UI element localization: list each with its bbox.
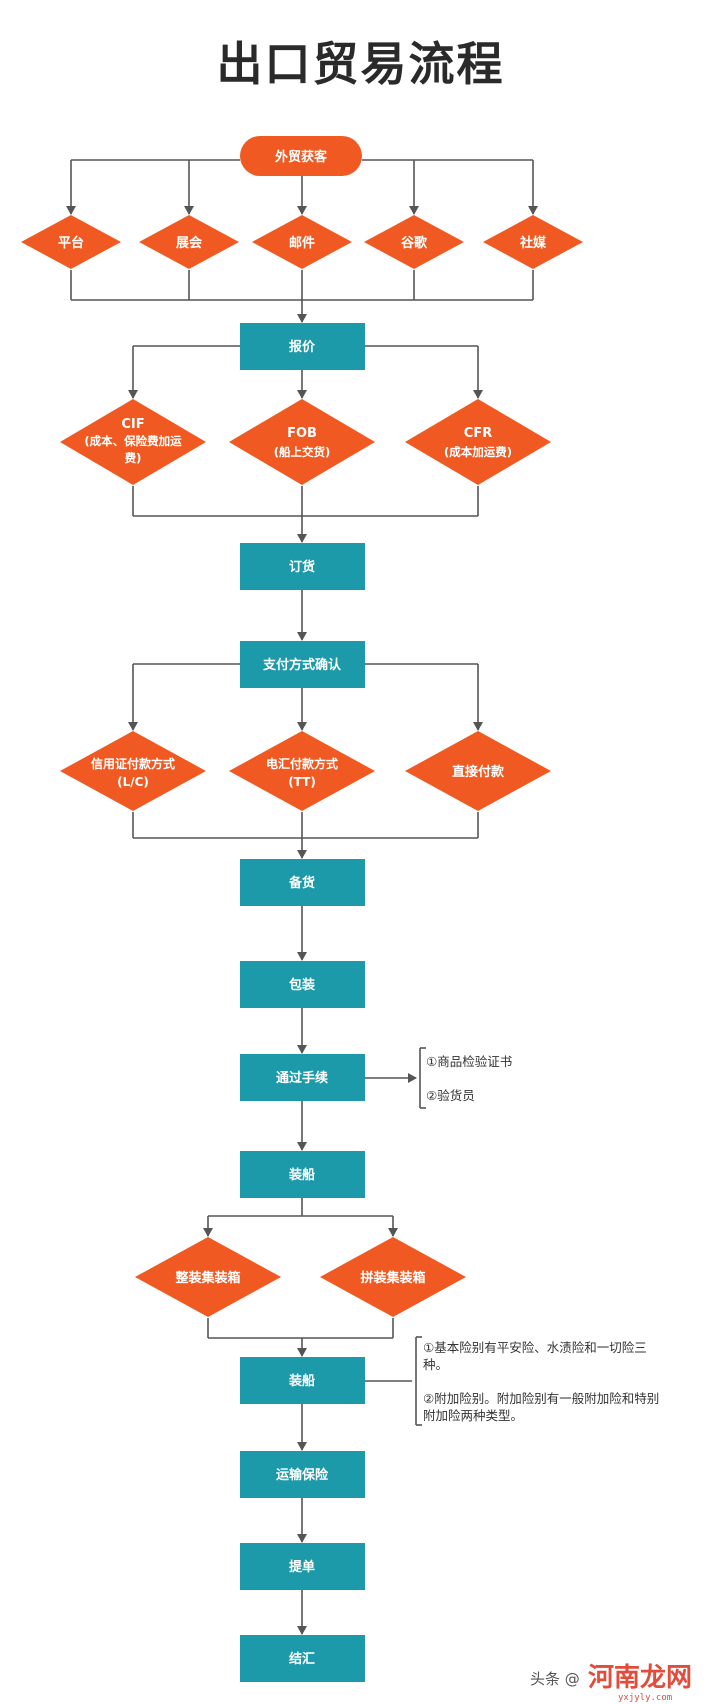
node-bill-of-lading-label: 提单 xyxy=(289,1559,315,1575)
insurance-note-basic: ①基本险别有平安险、水渍险和一切险三 xyxy=(423,1340,647,1355)
node-shipping: 装船 xyxy=(240,1151,365,1198)
node-insurance-label: 运输保险 xyxy=(276,1467,329,1483)
customs-note-bracket xyxy=(365,1047,426,1109)
decision-expo: 展会 xyxy=(139,215,239,269)
insurance-note-additional-cont: 附加险两种类型。 xyxy=(423,1408,523,1423)
node-customs-label: 通过手续 xyxy=(276,1070,328,1086)
node-pack: 包装 xyxy=(240,961,365,1008)
decision-google: 谷歌 xyxy=(364,215,464,269)
node-payment-confirm-label: 支付方式确认 xyxy=(262,657,342,673)
customs-note-inspection: ①商品检验证书 xyxy=(426,1054,512,1069)
decision-lc: 信用证付款方式 (L/C) xyxy=(60,731,206,811)
node-bill-of-lading: 提单 xyxy=(240,1543,365,1590)
customs-note-inspector: ②验货员 xyxy=(426,1088,475,1103)
decision-social: 社媒 xyxy=(483,215,583,269)
decision-fob-desc: (船上交货) xyxy=(274,445,331,459)
node-order-label: 订货 xyxy=(289,559,315,575)
connectors-acquisition xyxy=(66,159,538,323)
decision-cif-term: CIF xyxy=(121,417,144,432)
decision-direct-label: 直接付款 xyxy=(452,764,505,780)
connectors-quote xyxy=(128,345,483,543)
decision-direct: 直接付款 xyxy=(405,731,551,811)
decision-fob: FOB (船上交货) xyxy=(229,399,375,485)
watermark: 头条 @ 河南龙网 yxjyly.com xyxy=(530,1663,692,1703)
node-shipping-2: 装船 xyxy=(240,1357,365,1404)
decision-tt-label: 电汇付款方式 xyxy=(266,756,338,771)
decision-cfr-term: CFR xyxy=(464,426,492,441)
node-shipping-2-label: 装船 xyxy=(288,1373,315,1389)
insurance-note-additional: ②附加险别。附加险别有一般附加险和特别 xyxy=(423,1391,659,1406)
decision-lcl: 拼装集装箱 xyxy=(320,1237,466,1317)
node-pack-label: 包装 xyxy=(289,977,315,993)
decision-lc-abbr: (L/C) xyxy=(117,775,149,789)
decision-expo-label: 展会 xyxy=(176,235,203,251)
node-settlement-label: 结汇 xyxy=(289,1651,315,1667)
node-insurance: 运输保险 xyxy=(240,1451,365,1498)
connectors-payment xyxy=(128,663,483,859)
watermark-url: yxjyly.com xyxy=(618,1693,672,1703)
decision-email: 邮件 xyxy=(252,215,352,269)
node-payment-confirm: 支付方式确认 xyxy=(240,641,365,688)
decision-cif: CIF (成本、保险费加运 费) xyxy=(60,399,206,485)
watermark-source: 头条 @ xyxy=(530,1670,580,1688)
decision-cfr: CFR (成本加运费) xyxy=(405,399,551,485)
node-settlement: 结汇 xyxy=(240,1635,365,1682)
node-prepare: 备货 xyxy=(240,859,365,906)
node-customs: 通过手续 xyxy=(240,1054,365,1101)
node-prepare-label: 备货 xyxy=(288,875,315,891)
insurance-note-basic-cont: 种。 xyxy=(423,1357,448,1372)
node-acquisition-label: 外贸获客 xyxy=(274,149,328,165)
connectors-container xyxy=(203,1198,398,1357)
decision-fcl-label: 整装集装箱 xyxy=(174,1270,240,1286)
decision-cif-desc: (成本、保险费加运 xyxy=(84,434,182,448)
decision-lcl-label: 拼装集装箱 xyxy=(360,1270,425,1286)
decision-google-label: 谷歌 xyxy=(401,235,428,251)
node-order: 订货 xyxy=(240,543,365,590)
node-acquisition: 外贸获客 xyxy=(240,136,362,176)
decision-cif-desc-cont: 费) xyxy=(125,451,142,465)
insurance-note-bracket xyxy=(365,1336,422,1426)
node-quote-label: 报价 xyxy=(289,340,316,355)
decision-cfr-desc: (成本加运费) xyxy=(444,445,512,459)
decision-email-label: 邮件 xyxy=(289,235,315,251)
decision-platform-label: 平台 xyxy=(58,235,84,251)
decision-social-label: 社媒 xyxy=(519,235,547,251)
node-shipping-label: 装船 xyxy=(288,1167,315,1183)
page-title: 出口贸易流程 xyxy=(216,37,505,91)
decision-fob-term: FOB xyxy=(287,426,317,441)
decision-platform: 平台 xyxy=(21,215,121,269)
decision-tt-abbr: (TT) xyxy=(288,775,316,789)
node-quote: 报价 xyxy=(240,323,365,370)
decision-fcl: 整装集装箱 xyxy=(135,1237,281,1317)
watermark-brand: 河南龙网 xyxy=(588,1663,692,1693)
decision-tt: 电汇付款方式 (TT) xyxy=(229,731,375,811)
decision-lc-label: 信用证付款方式 xyxy=(91,756,175,771)
